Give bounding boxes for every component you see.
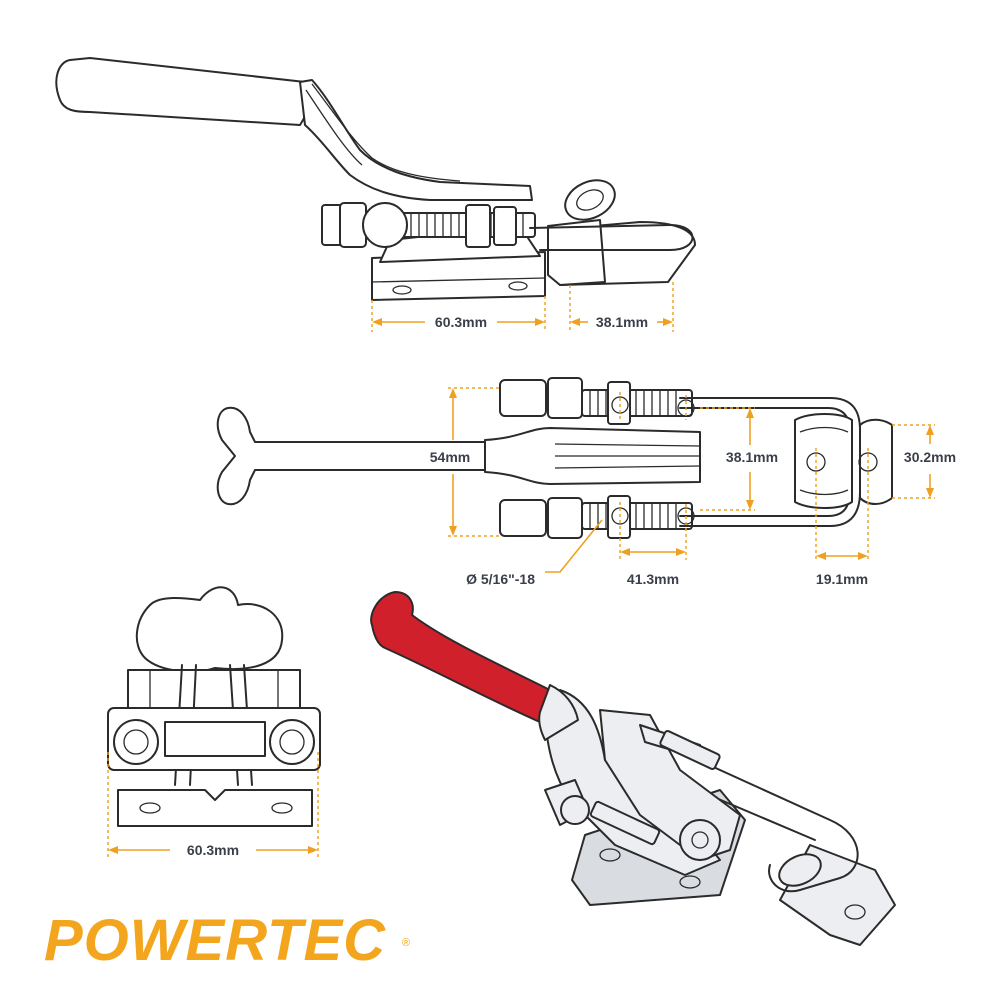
side-view: 60.3mm 38.1mm bbox=[55, 57, 696, 332]
iso-stud-upper bbox=[659, 730, 721, 770]
brand-registered-mark: ® bbox=[402, 937, 410, 949]
dim-top-catch-width: 30.2mm bbox=[904, 449, 956, 465]
top-catch bbox=[794, 413, 853, 509]
dim-catch-hole-spacing: 19.1mm bbox=[816, 571, 868, 587]
iso-pivot bbox=[679, 819, 721, 861]
dim-top-loop-width: 38.1mm bbox=[726, 449, 778, 465]
isometric-view bbox=[370, 591, 896, 946]
side-pivot-ball bbox=[362, 202, 408, 248]
powertec-logo: POWERTEC ® bbox=[44, 908, 410, 973]
front-view: 60.3mm bbox=[107, 586, 321, 860]
dim-side-hook-width: 38.1mm bbox=[596, 314, 648, 330]
iso-stud-lower bbox=[589, 800, 661, 846]
dim-thread-size: Ø 5/16"-18 bbox=[466, 571, 535, 587]
side-handle-arm bbox=[299, 79, 533, 201]
front-nut-left bbox=[113, 719, 159, 765]
front-base-plate bbox=[117, 789, 313, 827]
iso-handle-grip-red bbox=[370, 591, 551, 723]
side-u-loop bbox=[529, 224, 694, 251]
side-roller bbox=[564, 179, 616, 221]
brand-logo-text: POWERTEC bbox=[44, 908, 386, 973]
front-nut-right bbox=[269, 719, 315, 765]
side-handle-grip bbox=[55, 57, 311, 126]
top-catch-tab bbox=[859, 418, 893, 505]
iso-roller bbox=[778, 853, 822, 887]
iso-u-loop bbox=[664, 744, 859, 893]
top-nut-lower-left bbox=[499, 499, 547, 537]
dim-stud-spacing: 41.3mm bbox=[627, 571, 679, 587]
top-nut-upper-left bbox=[499, 379, 547, 417]
side-nut-mid bbox=[465, 204, 491, 248]
dim-top-overall-width: 54mm bbox=[430, 449, 470, 465]
dim-front-base-width: 60.3mm bbox=[187, 842, 239, 858]
front-handle-knob bbox=[135, 586, 284, 673]
top-view: 54mm 38.1mm 30.2mm Ø 5/16"-18 41.3mm 19.… bbox=[216, 377, 956, 587]
dim-side-base-width: 60.3mm bbox=[435, 314, 487, 330]
top-handle bbox=[216, 406, 491, 506]
front-body bbox=[127, 669, 301, 711]
